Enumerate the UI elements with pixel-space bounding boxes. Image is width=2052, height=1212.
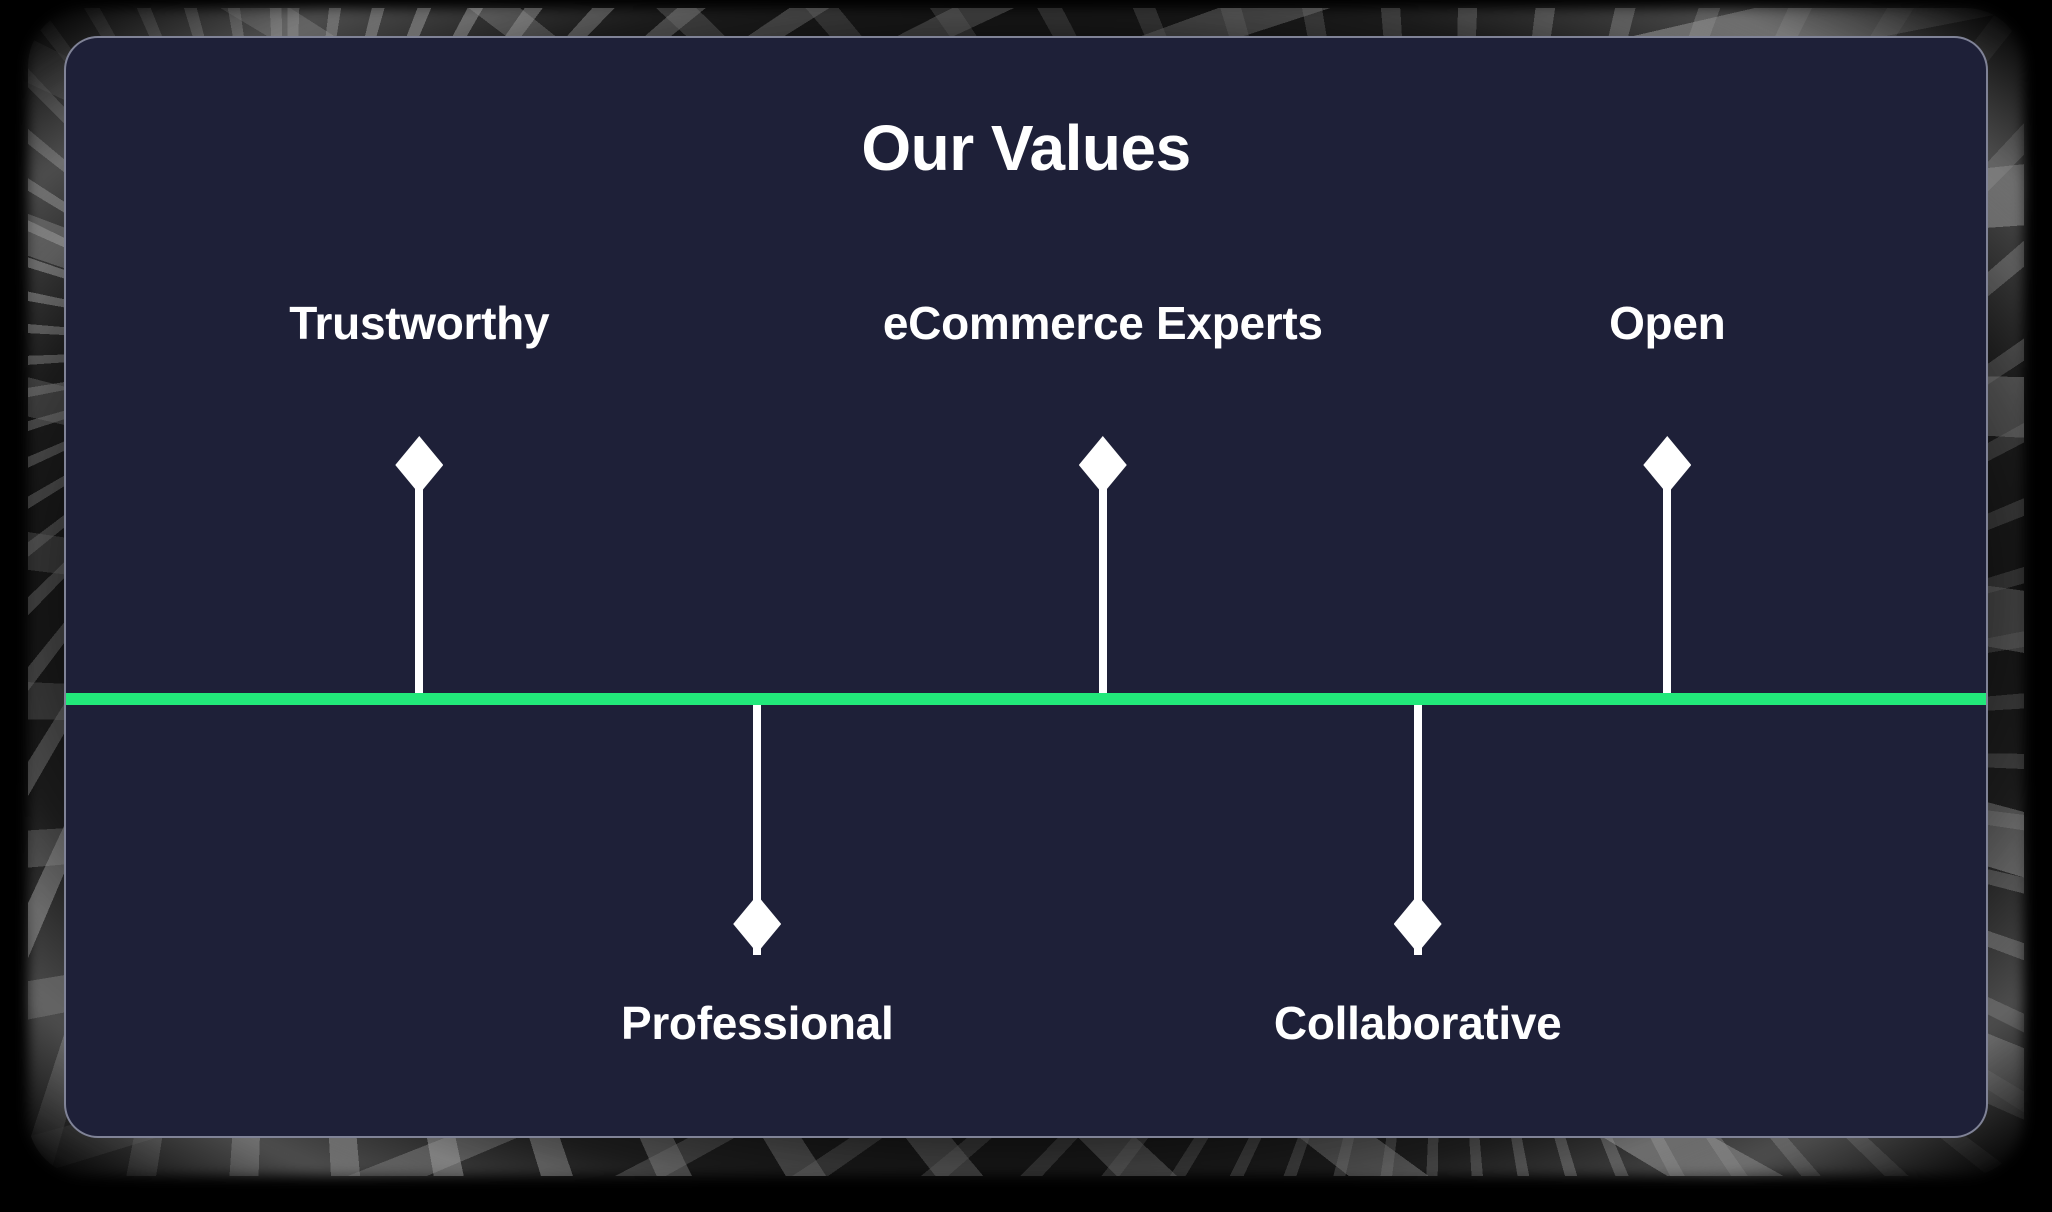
milestone-stem — [1663, 448, 1672, 693]
milestone-label: Trustworthy — [289, 297, 550, 349]
milestone-stem — [1098, 448, 1107, 693]
milestone-label: Professional — [620, 997, 894, 1049]
milestone-stem — [753, 705, 762, 955]
milestone-stem — [1413, 705, 1422, 955]
milestone-label: Open — [1609, 297, 1726, 349]
timeline-axis — [66, 693, 1986, 705]
values-slide-card: Our Values Trustworthy Professional eCom… — [64, 36, 1988, 1138]
page-title: Our Values — [861, 112, 1191, 184]
milestone-label: Collaborative — [1273, 997, 1562, 1049]
milestone-stem — [415, 448, 424, 693]
milestone-label: eCommerce Experts — [882, 297, 1323, 349]
